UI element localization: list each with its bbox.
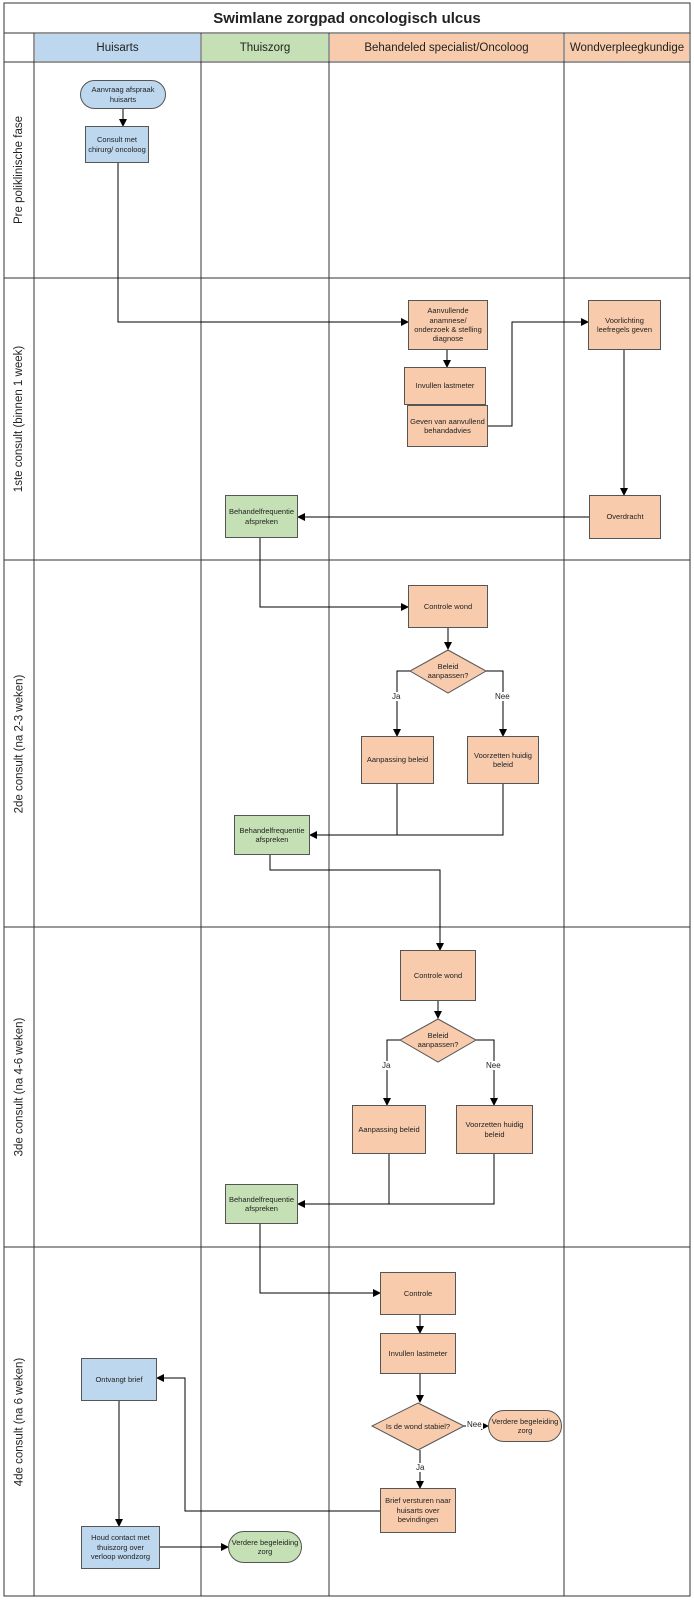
node-aanpassing-beleid-3: Aanpassing beleid: [352, 1105, 426, 1154]
edge-label-ja-4: Ja: [415, 1463, 426, 1472]
lane-header-wondverpleegkundige: Wondverpleegkundige: [569, 41, 685, 54]
node-controle-wond-3: Controle wond: [400, 950, 476, 1001]
phase-label-2de-text: 2de consult (na 2-3 weken): [13, 674, 25, 813]
node-is-wond-stabiel: Is de wond stabiel?: [385, 1421, 451, 1431]
node-behandelfrequentie-1: Behandelfrequentie afspreken: [225, 495, 298, 538]
node-aanpassing-beleid-2: Aanpassing beleid: [361, 736, 434, 784]
node-invullen-lastmeter-1: Invullen lastmeter: [404, 367, 486, 405]
node-beleid-aanpassen-2: Beleid aanpassen?: [427, 662, 469, 680]
node-verdere-begeleiding-1: Verdere begeleiding zorg: [488, 1410, 562, 1442]
node-behandelfrequentie-3: Behandelfrequentie afspreken: [225, 1184, 298, 1224]
node-beleid-aanpassen-3: Beleid aanpassen?: [417, 1031, 459, 1049]
edge-label-ja-2: Ja: [391, 692, 402, 701]
diagram-title: Swimlane zorgpad oncologisch ulcus: [213, 9, 481, 27]
node-controle-4: Controle: [380, 1272, 456, 1315]
phase-label-2de: 2de consult (na 2-3 weken): [4, 560, 34, 927]
phase-label-1ste: 1ste consult (binnen 1 week): [4, 278, 34, 560]
decision-shape-beleid-3: [398, 1018, 478, 1063]
phase-label-pre-text: Pre poliklinische fase: [13, 115, 25, 225]
edge-label-nee-2: Nee: [494, 692, 511, 701]
phase-label-3de: 3de consult (na 4-6 weken): [4, 927, 34, 1247]
lane-header-thuiszorg: Thuiszorg: [239, 41, 291, 54]
phase-label-3de-text: 3de consult (na 4-6 weken): [13, 1017, 25, 1157]
node-controle-wond-2: Controle wond: [408, 585, 488, 628]
node-geven-behandadvies: Geven van aanvullend behandadvies: [407, 405, 488, 447]
phase-label-1ste-text: 1ste consult (binnen 1 week): [13, 345, 26, 493]
node-verdere-begeleiding-2: Verdere begeleiding zorg: [228, 1531, 302, 1563]
node-voortzetten-beleid-3: Voorzetten huidig beleid: [456, 1105, 533, 1154]
node-behandelfrequentie-2: Behandelfrequentie afspreken: [234, 815, 310, 855]
decision-shape-stabiel: [370, 1402, 466, 1451]
phase-label-4de-text: 4de consult (na 6 weken): [13, 1357, 25, 1486]
phase-label-pre: Pre poliklinische fase: [4, 62, 34, 278]
edge-label-nee-4: Nee: [466, 1420, 483, 1429]
node-voorlichting-leefregels: Voorlichting leefregels geven: [588, 300, 661, 350]
edge-label-ja-3: Ja: [381, 1061, 392, 1070]
node-brief-versturen: Brief versturen naar huisarts over bevin…: [380, 1488, 456, 1533]
node-aanvullende-anamnese: Aanvullende anamnese/ onderzoek & stelli…: [408, 300, 488, 350]
lane-header-specialist: Behandeled specialist/Oncoloog: [364, 41, 529, 54]
lane-header-huisarts: Huisarts: [96, 41, 139, 54]
edge-label-nee-3: Nee: [485, 1061, 502, 1070]
node-consult-chirurg: Consult met chirurg/ oncoloog: [85, 126, 149, 163]
node-overdracht: Overdracht: [589, 495, 661, 539]
node-voortzetten-beleid-2: Voorzetten huidig beleid: [467, 736, 539, 784]
node-houd-contact: Houd contact met thuiszorg over verloop …: [81, 1526, 160, 1569]
node-aanvraag-afspraak: Aanvraag afspraak huisarts: [80, 80, 166, 109]
node-invullen-lastmeter-4: Invullen lastmeter: [380, 1333, 456, 1374]
phase-label-4de: 4de consult (na 6 weken): [4, 1247, 34, 1596]
node-ontvangt-brief: Ontvangt brief: [81, 1358, 157, 1401]
decision-shape-beleid-2: [408, 649, 488, 694]
